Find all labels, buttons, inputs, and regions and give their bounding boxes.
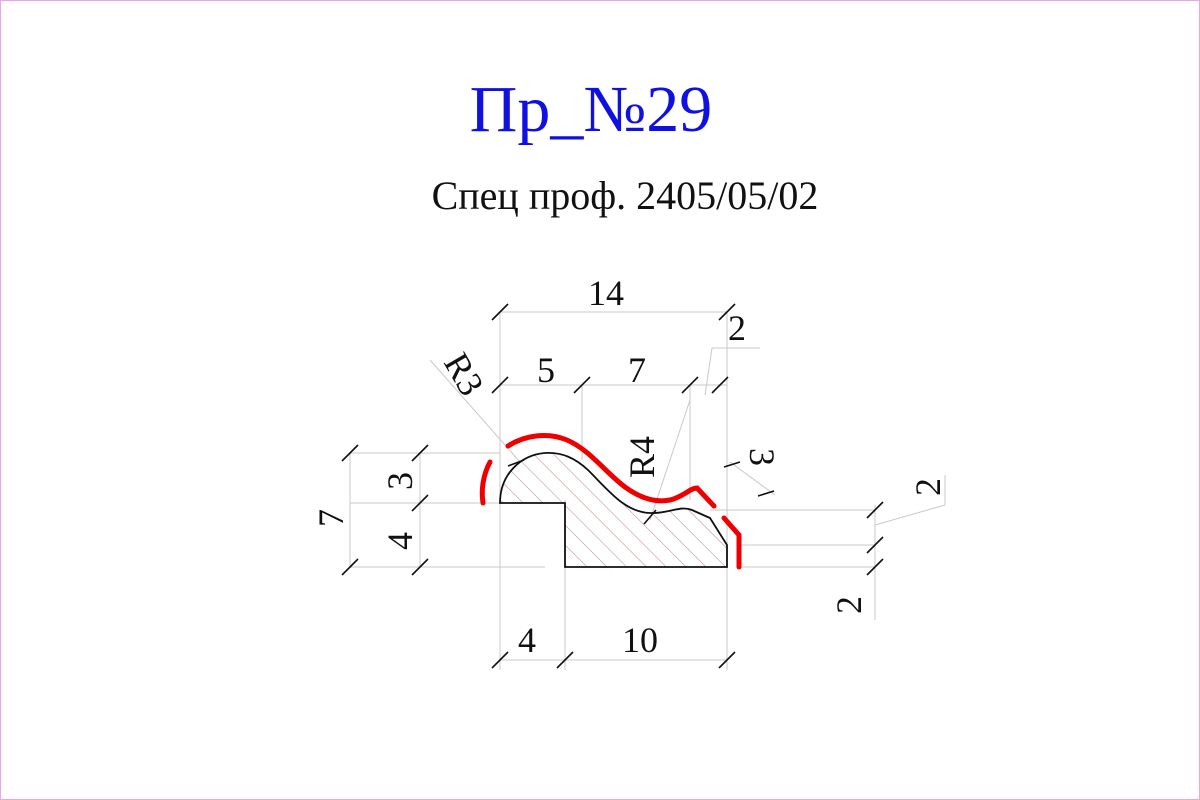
- dim-right-three: 3: [742, 448, 782, 466]
- dim-right-two-upper: 2: [908, 478, 948, 496]
- extension-lines: [349, 311, 946, 670]
- dim-left-upper: 3: [380, 472, 420, 490]
- dim-radius-left: R3: [436, 346, 492, 402]
- dim-radius-mid: R4: [622, 436, 662, 478]
- dim-bottom-right: 10: [622, 620, 658, 660]
- dim-top-mid-segment: 7: [628, 350, 646, 390]
- profile-highlight: [479, 433, 742, 570]
- dim-top-right: 2: [728, 308, 746, 348]
- dimension-ticks: [341, 303, 884, 669]
- dim-bottom-left: 4: [518, 620, 536, 660]
- dim-left-lower: 4: [380, 532, 420, 550]
- dim-right-two-lower: 2: [829, 596, 869, 614]
- profile-title: Пр_№29: [469, 73, 713, 146]
- profile-section: [499, 452, 728, 568]
- dim-left-total: 7: [311, 509, 351, 527]
- profile-subtitle: Спец проф. 2405/05/02: [431, 173, 819, 218]
- dimension-labels: 14 2 5 7 R3 R4 3 2 2 7 3 4 4 10: [311, 273, 948, 660]
- dim-top-left-segment: 5: [537, 350, 555, 390]
- dim-top-total: 14: [588, 273, 624, 313]
